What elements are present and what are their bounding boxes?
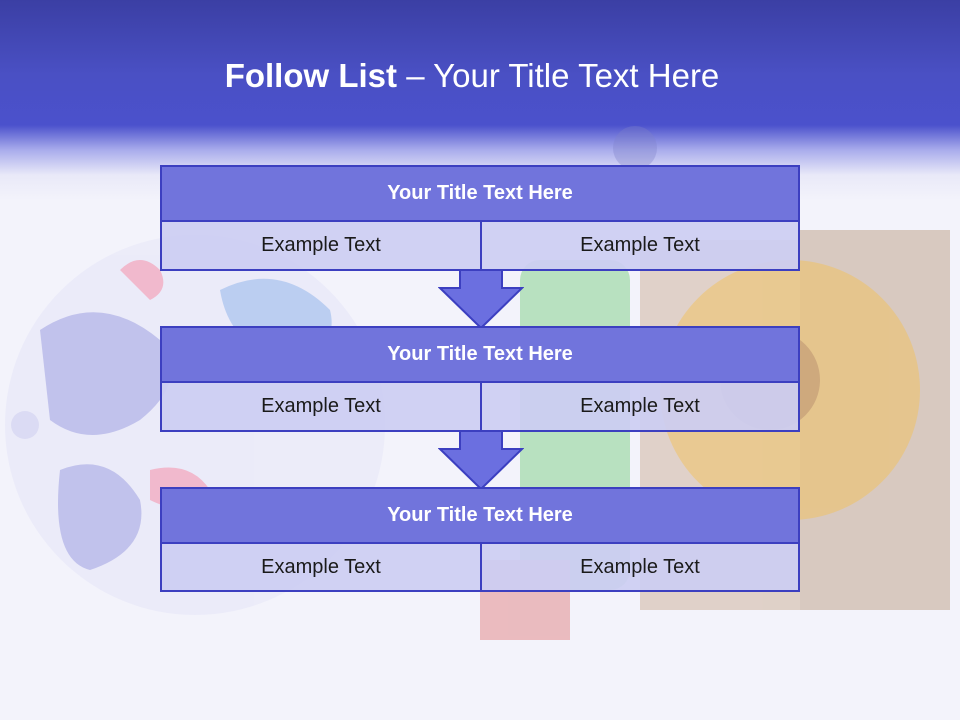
title-separator: – bbox=[397, 57, 434, 94]
step-cell-left[interactable]: Example Text bbox=[160, 383, 480, 432]
step-title[interactable]: Your Title Text Here bbox=[160, 165, 800, 222]
ornament-image bbox=[613, 126, 657, 170]
step-cell-left[interactable]: Example Text bbox=[160, 544, 480, 592]
step-cell-right[interactable]: Example Text bbox=[480, 544, 800, 592]
title-bold: Follow List bbox=[224, 57, 398, 94]
step-title[interactable]: Your Title Text Here bbox=[160, 487, 800, 544]
step-title[interactable]: Your Title Text Here bbox=[160, 326, 800, 383]
step-cell-left[interactable]: Example Text bbox=[160, 222, 480, 271]
step-cell-right[interactable]: Example Text bbox=[480, 383, 800, 432]
down-arrow-icon bbox=[438, 270, 524, 330]
step-cell-right[interactable]: Example Text bbox=[480, 222, 800, 271]
slide-title: Follow List – Your Title Text Here bbox=[0, 54, 944, 98]
title-rest: Your Title Text Here bbox=[433, 57, 720, 94]
down-arrow-icon bbox=[438, 431, 524, 491]
